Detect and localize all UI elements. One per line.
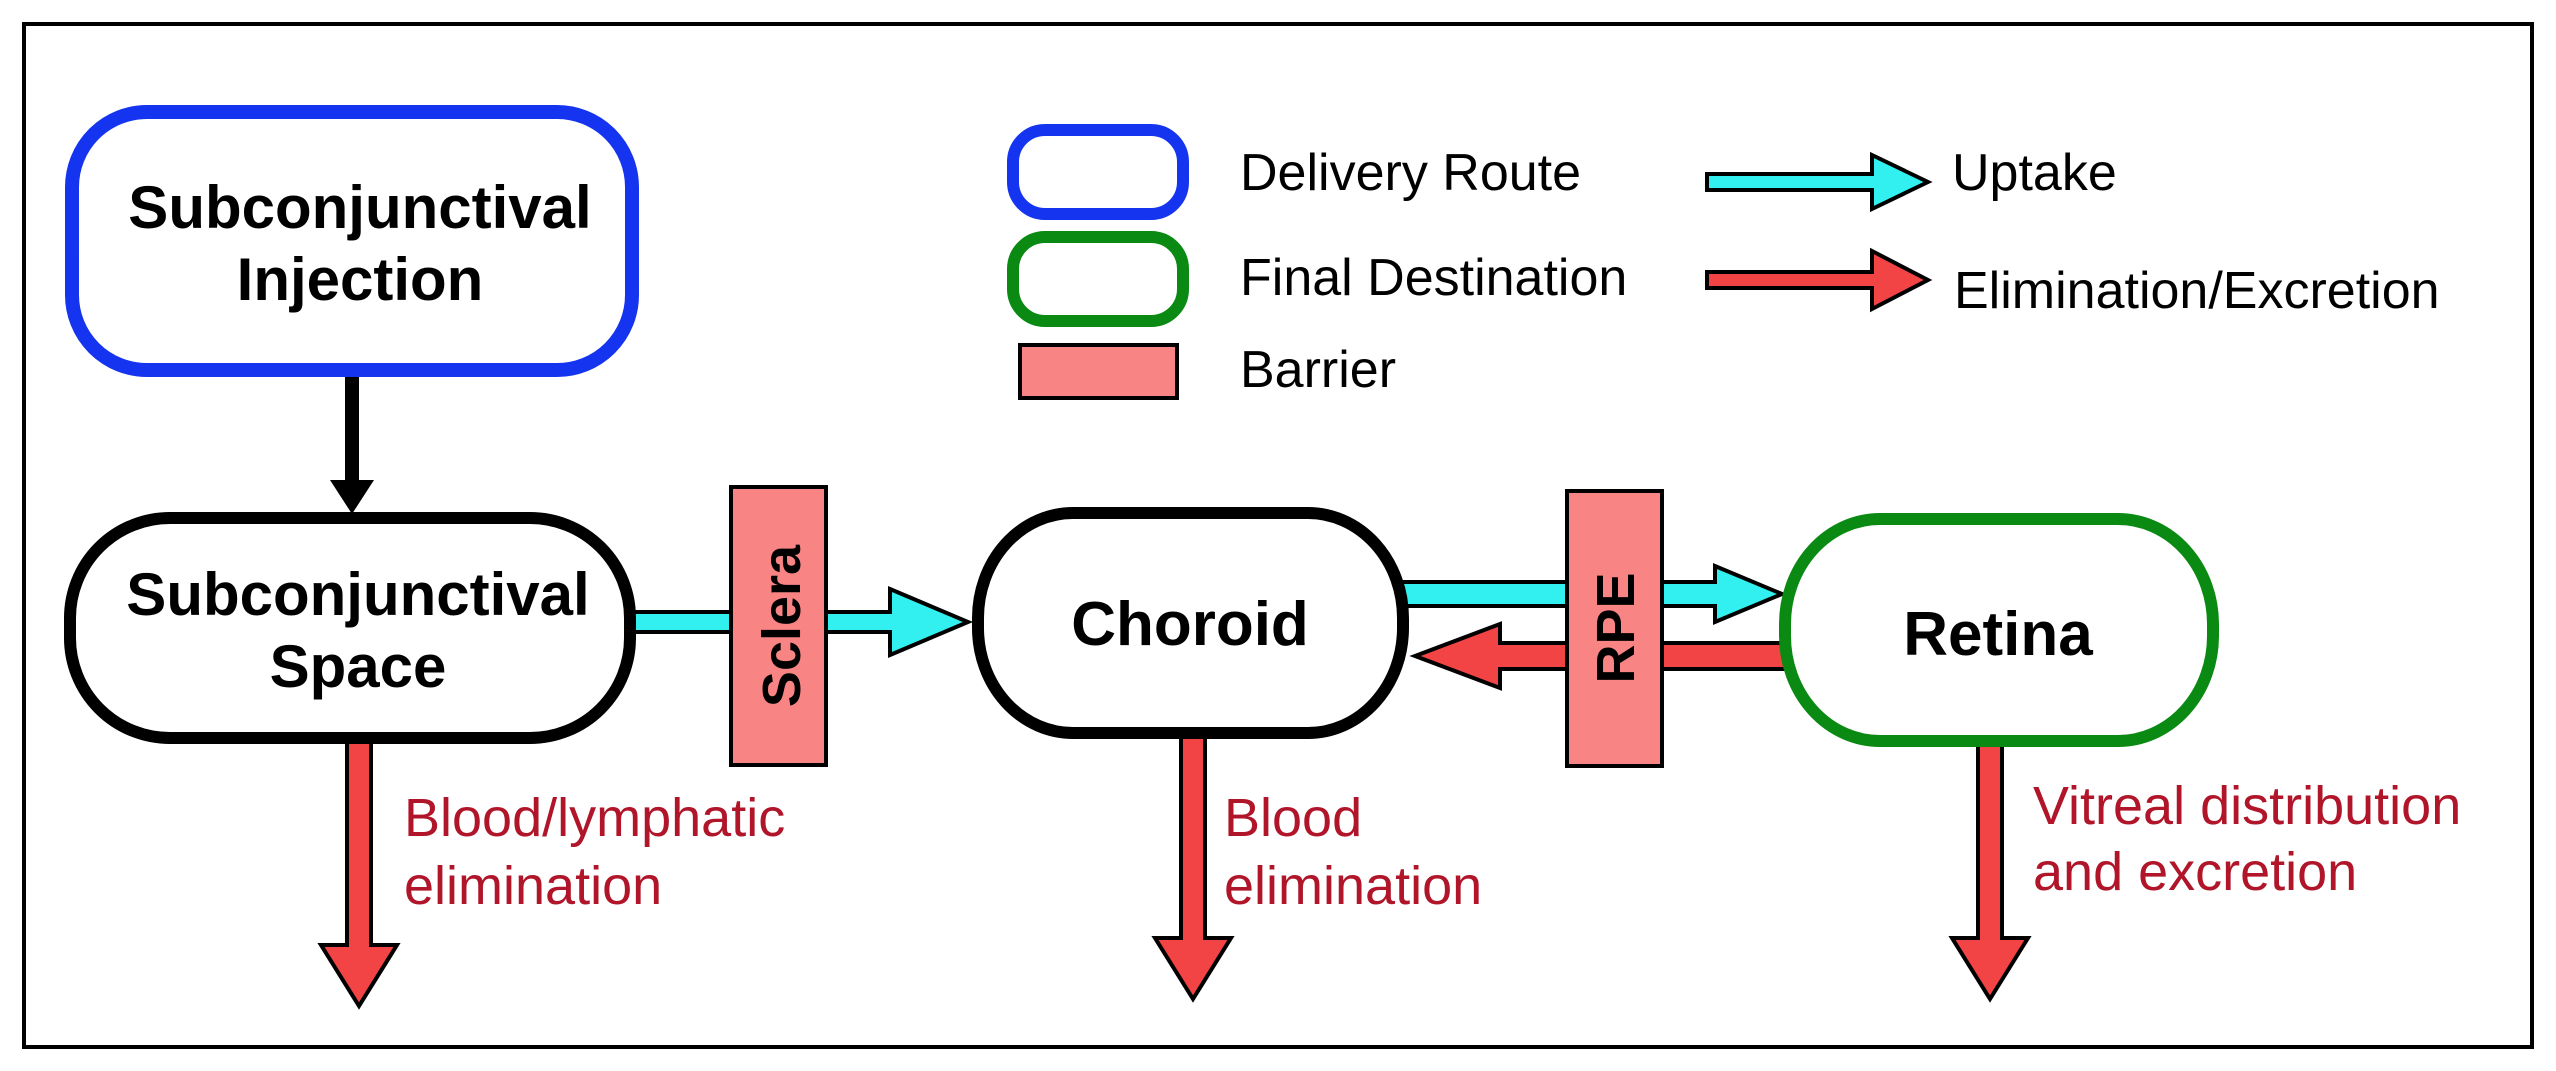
rpe-barrier-label: RPE bbox=[1586, 572, 1646, 683]
legend-elimination-arrow bbox=[1705, 247, 1933, 313]
subconjunctival-space-line2: Space bbox=[270, 633, 447, 700]
rpe-barrier: RPE bbox=[1565, 489, 1664, 768]
injection-to-space-arrow bbox=[330, 372, 374, 514]
choroid-label: Choroid bbox=[1071, 590, 1309, 659]
retina-elimination-label-line1: Vitreal distribution bbox=[2033, 776, 2461, 836]
space-elimination-label-line2: elimination bbox=[404, 856, 662, 916]
choroid-elimination-label-line2: elimination bbox=[1224, 856, 1482, 916]
retina-elimination-arrow bbox=[1948, 738, 2032, 1003]
legend-elimination-label: Elimination/Excretion bbox=[1954, 262, 2440, 320]
legend-final-destination-label: Final Destination bbox=[1240, 249, 1627, 307]
retina-elimination-label-line2: and excretion bbox=[2033, 842, 2357, 902]
legend-barrier-swatch bbox=[1018, 343, 1179, 400]
legend-final-destination-swatch bbox=[1007, 231, 1189, 327]
legend-uptake-arrow bbox=[1705, 151, 1933, 213]
choroid-elimination-label-line1: Blood bbox=[1224, 788, 1362, 848]
subconjunctival-space-line1: Subconjunctival bbox=[126, 561, 589, 628]
legend-delivery-route-swatch bbox=[1007, 124, 1189, 220]
space-elimination-label-line1: Blood/lymphatic bbox=[404, 788, 785, 848]
subconjunctival-injection-line1: Subconjunctival bbox=[128, 174, 591, 241]
legend: Delivery Route Final Destination Barrier… bbox=[1007, 124, 2440, 400]
sclera-barrier: Sclera bbox=[729, 485, 828, 767]
subconjunctival-injection-line2: Injection bbox=[237, 246, 484, 313]
legend-delivery-route-label: Delivery Route bbox=[1240, 144, 1581, 202]
retina-node: Retina bbox=[1779, 513, 2219, 747]
choroid-elimination-arrow bbox=[1151, 730, 1235, 1003]
sclera-barrier-label: Sclera bbox=[752, 544, 812, 707]
space-elimination-arrow bbox=[317, 733, 401, 1010]
choroid-node: Choroid bbox=[972, 507, 1409, 739]
retina-label: Retina bbox=[1903, 600, 2093, 669]
legend-uptake-label: Uptake bbox=[1952, 144, 2117, 202]
subconjunctival-space-node: Subconjunctival Space bbox=[64, 512, 636, 744]
legend-barrier-label: Barrier bbox=[1240, 341, 1396, 399]
subconjunctival-injection-node: Subconjunctival Injection bbox=[65, 105, 639, 377]
